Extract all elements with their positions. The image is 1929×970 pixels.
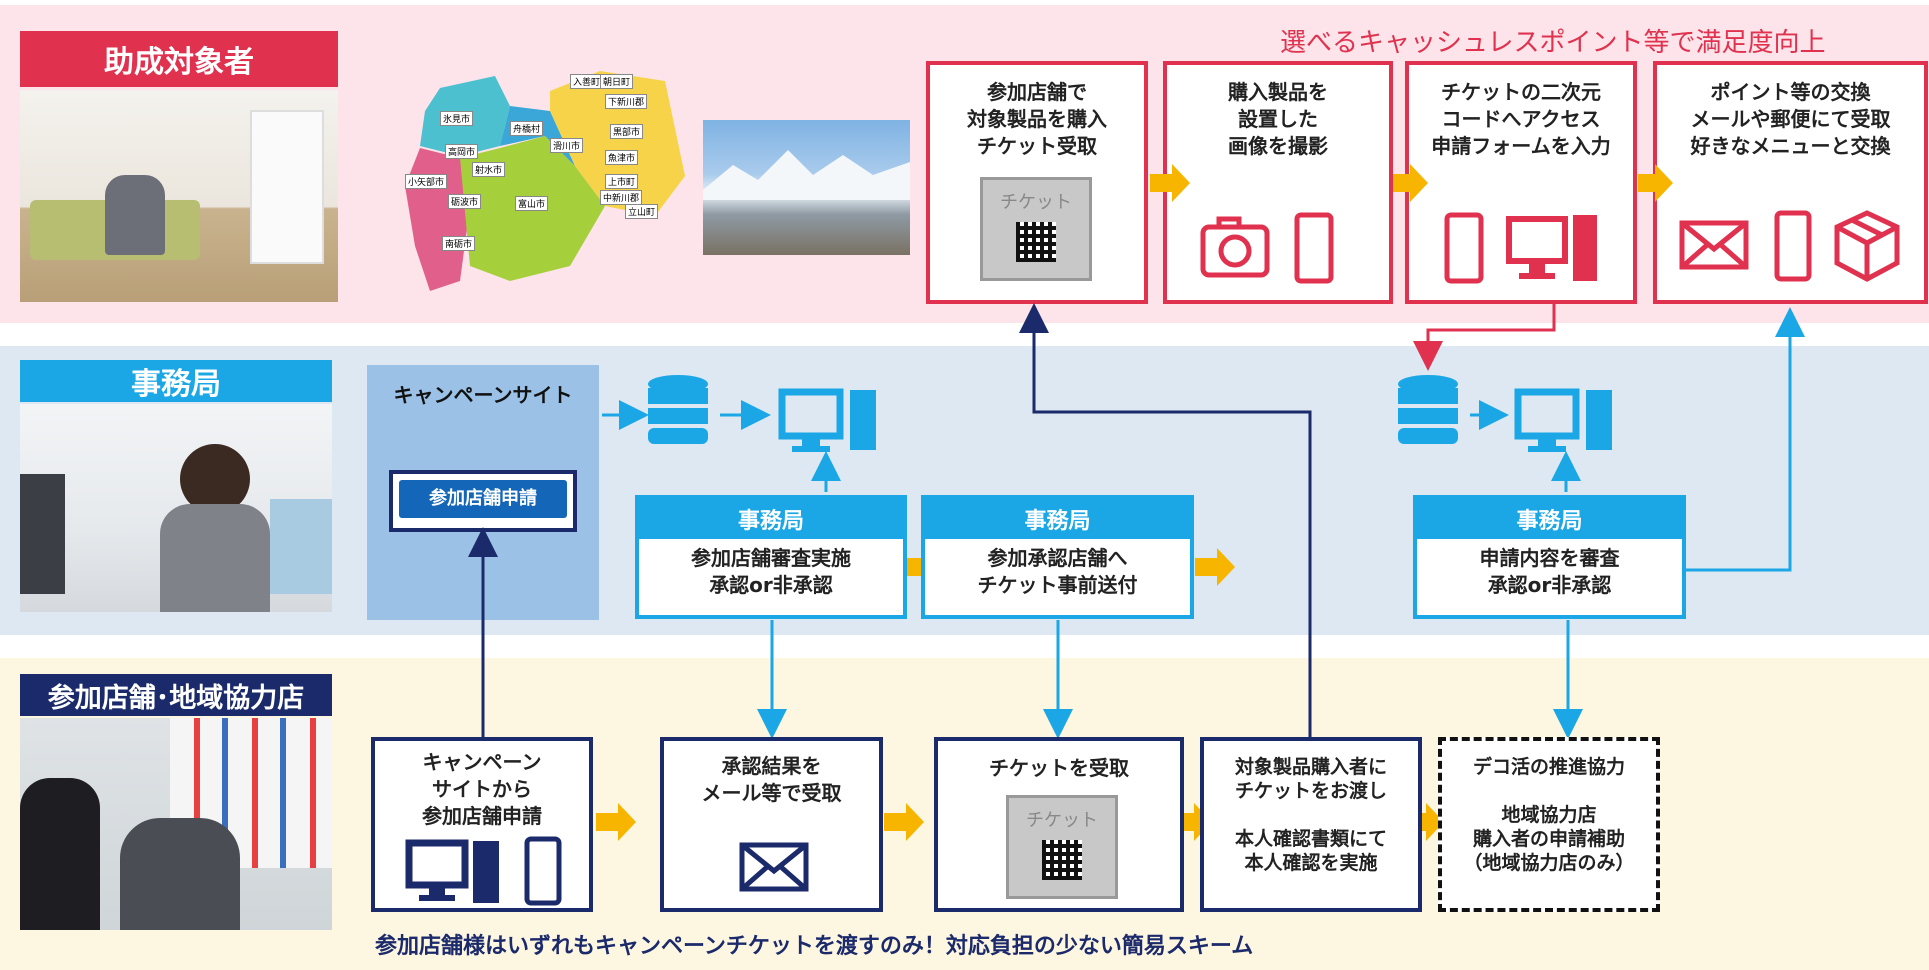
map-city-label: 魚津市: [605, 150, 639, 165]
desktop-pc-icon: [1506, 215, 1597, 281]
campaign-site-title: キャンペーンサイト: [393, 383, 573, 407]
mail-icon: [1679, 220, 1749, 270]
bottom-step-apply-text: キャンペーン サイトから 参加店舗申請: [422, 750, 542, 828]
satisfaction-headline: 選べるキャッシュレスポイント等で満足度向上: [1280, 28, 1826, 58]
smartphone-icon: [524, 836, 562, 906]
camera-icon: [1200, 216, 1270, 278]
section-label-subsidy: 助成対象者: [20, 31, 338, 87]
smartphone-icon: [1774, 210, 1812, 282]
office-box-head: 事務局: [1417, 499, 1682, 539]
mountain-city-photo: [703, 120, 910, 255]
ticket-label: チケット: [1000, 192, 1072, 213]
office-box-ticket-send: 事務局 参加承認店舗へ チケット事前送付: [921, 495, 1194, 619]
map-city-label: 高岡市: [445, 144, 479, 159]
bottom-step-ticket-receive: チケットを受取 チケット: [934, 737, 1184, 912]
office-box-application-review: 事務局 申請内容を審査 承認or非承認: [1413, 495, 1686, 619]
map-city-label: 小矢部市: [405, 174, 448, 189]
top-step-apply-text: チケットの二次元 コードへアクセス 申請フォームを入力: [1431, 80, 1611, 158]
call-center-photo: [20, 404, 332, 612]
qr-code-icon: [1016, 222, 1056, 262]
database-icon: [1398, 375, 1458, 444]
map-city-label: 上市町: [605, 174, 639, 189]
top-step-exchange-text: ポイント等の交換 メールや郵便にて受取 好きなメニューと交換: [1690, 80, 1891, 158]
ticket-image: チケット: [980, 177, 1092, 281]
footer-note: 参加店舗様はいずれもキャンペーンチケットを渡すのみ！対応負担の少ない簡易スキーム: [375, 934, 1254, 959]
store-application-button[interactable]: 参加店舗申請: [399, 480, 567, 518]
map-city-label: 朝日町: [600, 74, 634, 89]
map-city-label: 中新川郡: [600, 190, 643, 205]
bottom-step-hand-ticket: 対象製品購入者に チケットをお渡し 本人確認書類にて 本人確認を実施: [1200, 737, 1422, 912]
desktop-pc-icon: [1514, 388, 1612, 452]
map-city-label: 砺波市: [448, 194, 482, 209]
map-city-label: 下新川郡: [605, 94, 648, 109]
map-city-label: 富山市: [515, 196, 549, 211]
desktop-pc-icon: [405, 839, 499, 903]
qr-code-icon: [1042, 840, 1082, 880]
desktop-pc-icon: [778, 388, 876, 452]
map-city-label: 氷見市: [440, 111, 474, 126]
map-city-label: 立山町: [625, 204, 659, 219]
office-box-body: 参加店舗審査実施 承認or非承認: [691, 546, 851, 597]
ticket-label: チケット: [1026, 810, 1098, 831]
toyama-map: 氷見市高岡市射水市小矢部市砺波市南砺市舟橋村滑川市富山市入善町朝日町下新川郡黒部…: [400, 66, 690, 306]
ticket-image: チケット: [1006, 795, 1118, 899]
map-city-label: 南砺市: [442, 236, 476, 251]
bottom-step-ticket-receive-text: チケットを受取: [989, 756, 1129, 780]
section-label-stores: 参加店舗･地域協力店: [20, 674, 332, 716]
section-label-office: 事務局: [20, 360, 332, 402]
office-box-body: 申請内容を審査 承認or非承認: [1479, 546, 1620, 597]
map-city-label: 滑川市: [550, 138, 584, 153]
office-box-body: 参加承認店舗へ チケット事前送付: [977, 546, 1138, 597]
top-step-photo: 購入製品を 設置した 画像を撮影: [1163, 61, 1393, 304]
database-icon: [648, 375, 708, 444]
bottom-step-cooperation: デコ活の推進協力 地域協力店 購入者の申請補助 （地域協力店のみ）: [1438, 737, 1660, 912]
bottom-step-apply: キャンペーン サイトから 参加店舗申請: [371, 737, 593, 912]
mail-icon: [739, 842, 809, 892]
living-room-photo: [20, 90, 338, 302]
store-photo: [20, 718, 332, 930]
map-city-label: 舟橋村: [510, 121, 544, 136]
top-step-photo-text: 購入製品を 設置した 画像を撮影: [1228, 80, 1328, 158]
office-box-store-review: 事務局 参加店舗審査実施 承認or非承認: [635, 495, 907, 619]
bottom-step-cooperation-text: デコ活の推進協力 地域協力店 購入者の申請補助 （地域協力店のみ）: [1463, 756, 1635, 874]
package-icon: [1834, 210, 1900, 282]
top-step-purchase-text: 参加店舗で 対象製品を購入 チケット受取: [967, 80, 1107, 158]
top-step-exchange: ポイント等の交換 メールや郵便にて受取 好きなメニューと交換: [1653, 61, 1928, 304]
bottom-step-approval-mail: 承認結果を メール等で受取: [660, 737, 883, 912]
smartphone-icon: [1444, 212, 1484, 284]
bottom-step-hand-ticket-text: 対象製品購入者に チケットをお渡し 本人確認書類にて 本人確認を実施: [1234, 756, 1387, 874]
smartphone-icon: [1294, 212, 1334, 284]
map-city-label: 射水市: [472, 162, 506, 177]
office-box-head: 事務局: [639, 499, 903, 539]
top-step-purchase: 参加店舗で 対象製品を購入 チケット受取 チケット: [926, 61, 1148, 304]
top-step-apply: チケットの二次元 コードへアクセス 申請フォームを入力: [1405, 61, 1637, 304]
map-city-label: 黒部市: [610, 124, 644, 139]
office-box-head: 事務局: [925, 499, 1190, 539]
bottom-step-approval-mail-text: 承認結果を メール等で受取: [701, 754, 842, 805]
